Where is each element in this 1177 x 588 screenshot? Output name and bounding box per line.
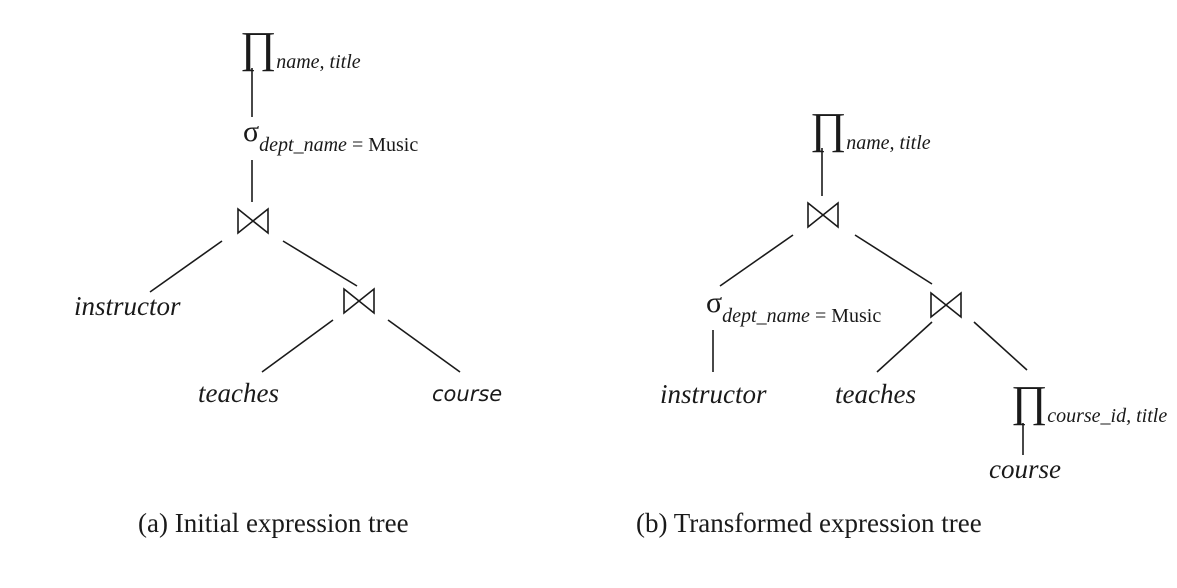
b-join-top (807, 201, 839, 229)
b-selection-symbol: σ (706, 286, 723, 319)
caption-b: (b) Transformed expression tree (636, 508, 982, 538)
b-relation-course: course (989, 454, 1061, 484)
b-join-bottom-symbol (930, 291, 962, 319)
edge-a-join1-instructor (149, 240, 223, 293)
a-join-top-symbol (237, 207, 269, 235)
b-selection-cond: = Music (809, 305, 882, 327)
a-projection-symbol: ∏ (240, 23, 277, 72)
b-projection-attrs: name, title (846, 132, 931, 154)
a-relation-instructor: instructor (74, 291, 181, 321)
a-join-bottom-symbol (343, 287, 375, 315)
a-selection-attr: dept_name (259, 134, 347, 156)
b-inner-projection-symbol: ∏ (1011, 377, 1048, 426)
b-inner-projection-node: ∏course_id, title (1011, 376, 1167, 427)
a-selection-node: σdept_name = Music (243, 115, 418, 156)
a-relation-teaches: teaches (198, 378, 279, 408)
b-join-top-symbol (807, 201, 839, 229)
b-relation-teaches: teaches (835, 379, 916, 409)
edge-b-join2-project (973, 321, 1028, 371)
b-projection-symbol: ∏ (810, 104, 847, 153)
edge-a-join2-course (387, 319, 461, 373)
a-relation-course: course (432, 382, 503, 406)
a-projection-node: ∏name, title (240, 22, 361, 73)
edge-a-join1-join2 (282, 240, 358, 287)
caption-a: (a) Initial expression tree (138, 508, 409, 538)
a-projection-attrs: name, title (276, 51, 361, 73)
a-selection-symbol: σ (243, 115, 260, 148)
b-relation-instructor: instructor (660, 379, 767, 409)
b-join-bottom (930, 291, 962, 319)
a-selection-cond: = Music (346, 134, 419, 156)
a-join-bottom (343, 287, 375, 315)
a-join-top (237, 207, 269, 235)
edge-a-join2-teaches (261, 319, 334, 373)
edge-b-join1-join2 (854, 234, 933, 285)
edge-b-join1-select (719, 234, 794, 287)
edge-b-join2-teaches (876, 321, 933, 373)
b-selection-attr: dept_name (722, 305, 810, 327)
b-projection-node: ∏name, title (810, 103, 931, 154)
b-inner-projection-attrs: course_id, title (1047, 405, 1168, 427)
b-selection-node: σdept_name = Music (706, 286, 881, 327)
